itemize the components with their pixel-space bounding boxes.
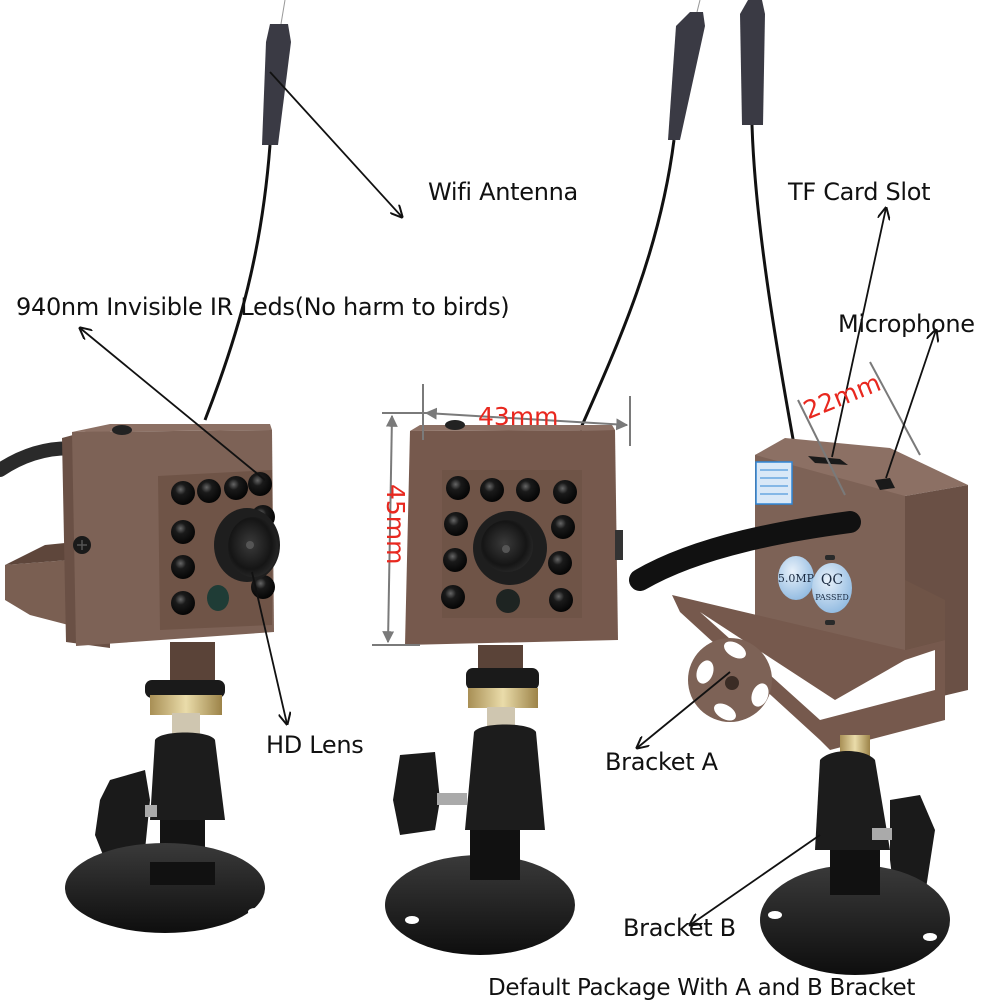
microphone-label: Microphone: [838, 310, 975, 338]
bracket-b-label: Bracket B: [623, 914, 736, 942]
bracket-a-label: Bracket A: [605, 748, 718, 776]
hd-lens-label: HD Lens: [266, 731, 364, 759]
qc-sticker-top: QC: [821, 572, 843, 588]
dimension-lines: [372, 361, 921, 646]
antenna-left: [203, 0, 291, 421]
annotation-arrows: [80, 71, 936, 925]
height-dimension: 45mm: [381, 484, 410, 565]
camera-center: [385, 420, 623, 955]
antenna-center: [578, 0, 705, 431]
ir-leds-label: 940nm Invisible IR Leds(No harm to birds…: [16, 293, 510, 321]
antenna-right: [740, 0, 797, 451]
tf-card-slot-label: TF Card Slot: [788, 178, 931, 206]
camera-left: [0, 424, 280, 951]
package-note-label: Default Package With A and B Bracket: [488, 975, 916, 1001]
camera-right: 5.0MP QC PASSED: [629, 438, 968, 975]
resolution-sticker: 5.0MP: [778, 572, 815, 585]
wifi-antenna-label: Wifi Antenna: [428, 178, 578, 206]
qc-sticker-bottom: PASSED: [815, 593, 849, 602]
width-dimension: 43mm: [478, 402, 559, 431]
